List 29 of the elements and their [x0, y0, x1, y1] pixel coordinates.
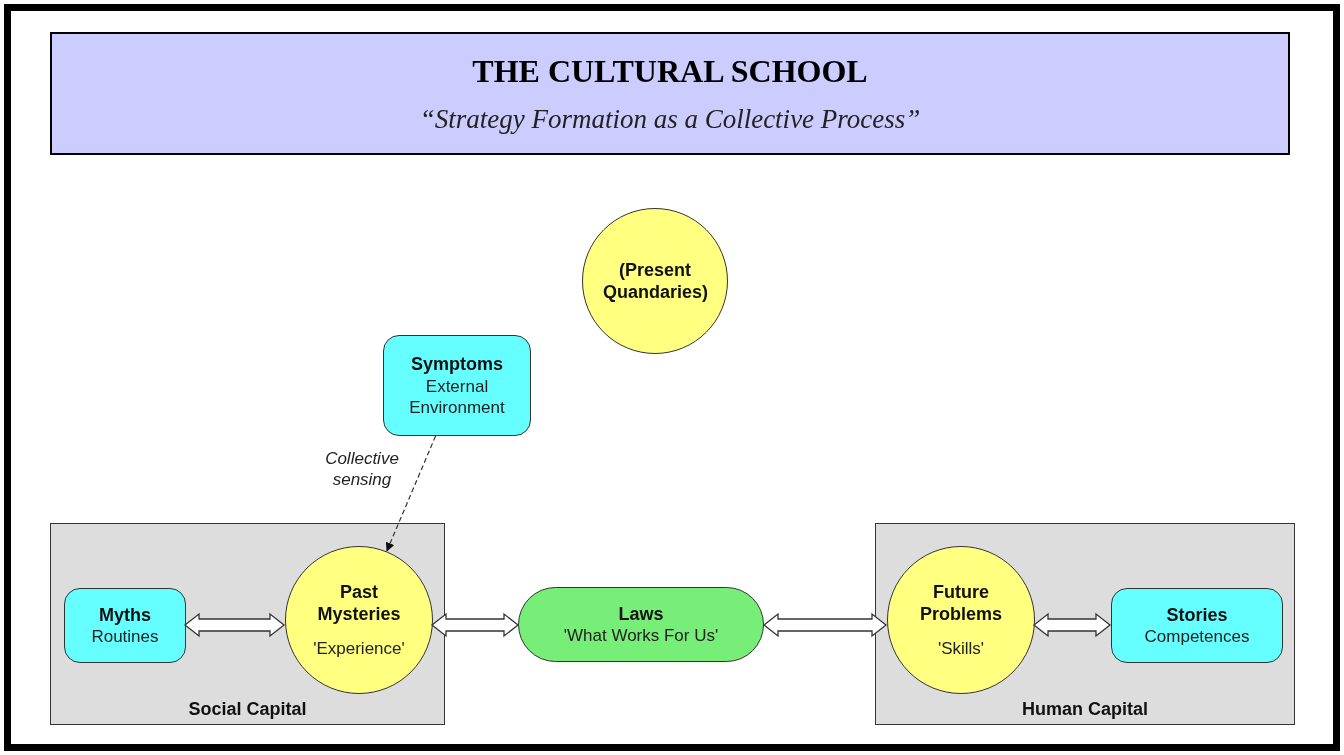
- concept-box: [64, 588, 186, 663]
- capital-panel: [50, 523, 445, 725]
- node-heading: (Present Quandaries): [602, 258, 710, 304]
- node-heading: Past Mysteries: [316, 580, 402, 626]
- node-heading: Symptoms: [410, 353, 504, 376]
- node-heading: Myths: [98, 603, 152, 627]
- node-subtext: External Environment: [408, 375, 506, 418]
- double-block-arrow: [430, 612, 520, 638]
- capital-panel: [875, 523, 1295, 725]
- node-subtext: Competences: [1143, 626, 1251, 648]
- banner-subheading: “Strategy Formation as a Collective Process”: [419, 102, 921, 136]
- double-block-arrow: [762, 612, 888, 638]
- double-block-arrow: [183, 612, 286, 638]
- panel-label: Human Capital: [1022, 697, 1148, 720]
- edge-label: Collective sensing: [324, 448, 400, 491]
- node-heading: Future Problems: [919, 580, 1003, 626]
- concept-box: [383, 335, 531, 436]
- node-subtext: 'Skills': [936, 637, 986, 660]
- concept-box: [1111, 588, 1283, 663]
- node-heading: Laws: [617, 602, 665, 626]
- panel-label: Social Capital: [188, 697, 307, 720]
- node-heading: Stories: [1165, 603, 1229, 627]
- node-subtext: Routines: [90, 626, 160, 648]
- dashed-arrow: [385, 435, 437, 552]
- title-banner: [50, 32, 1290, 155]
- node-subtext: 'Experience': [312, 637, 406, 660]
- node-subtext: 'What Works For Us': [562, 625, 720, 647]
- banner-heading: THE CULTURAL SCHOOL: [472, 51, 868, 91]
- double-block-arrow: [1032, 612, 1112, 638]
